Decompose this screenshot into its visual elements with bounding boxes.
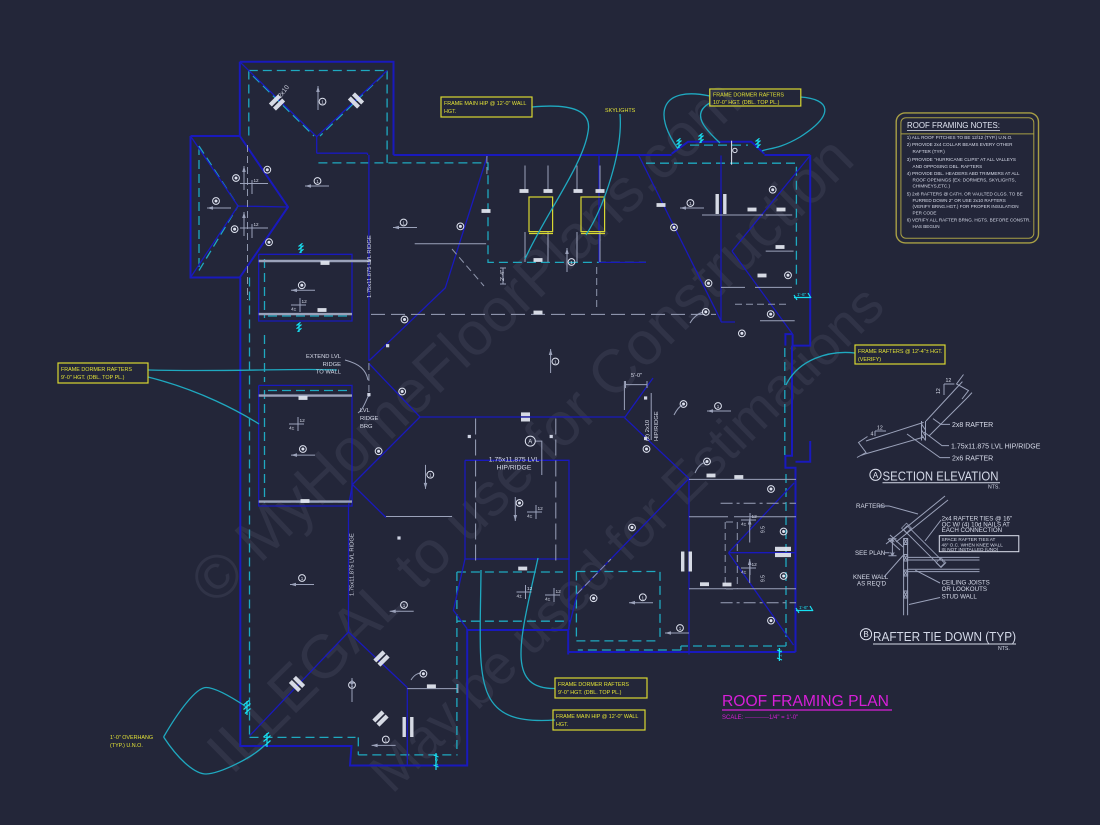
svg-text:STUD WALL: STUD WALL bbox=[942, 594, 978, 601]
svg-text:SKYLIGHTS: SKYLIGHTS bbox=[605, 108, 636, 114]
svg-text:SCALE: ------------1/4" = 1'-0: SCALE: ------------1/4" = 1'-0" bbox=[722, 715, 798, 721]
svg-text:HGT.: HGT. bbox=[444, 109, 456, 115]
svg-text:FURRED DOWN 2" OR USE 2x10 RAF: FURRED DOWN 2" OR USE 2x10 RAFTERS bbox=[913, 198, 1006, 203]
svg-text:HAS BEGUN: HAS BEGUN bbox=[913, 224, 940, 229]
svg-text:NTS.: NTS. bbox=[998, 646, 1010, 652]
svg-text:12: 12 bbox=[254, 178, 260, 183]
svg-text:RAFTER (TYP.): RAFTER (TYP.) bbox=[913, 149, 946, 154]
svg-text:(VERIFY): (VERIFY) bbox=[858, 357, 881, 363]
svg-text:1.75x11.875 LVL RIDGE: 1.75x11.875 LVL RIDGE bbox=[367, 235, 373, 298]
svg-text:SEE PLAN: SEE PLAN bbox=[855, 550, 885, 557]
svg-text:HIP/RIDGE: HIP/RIDGE bbox=[497, 465, 532, 472]
svg-text:1.75x11.875 LVL HIP/RIDGE: 1.75x11.875 LVL HIP/RIDGE bbox=[951, 444, 1041, 451]
svg-text:1'-0" OVERHANG: 1'-0" OVERHANG bbox=[110, 735, 153, 741]
svg-text:HGT.: HGT. bbox=[556, 722, 568, 728]
svg-text:9.5: 9.5 bbox=[761, 526, 767, 533]
svg-text:IS NOT INSTALLED (UNO): IS NOT INSTALLED (UNO) bbox=[942, 547, 999, 552]
svg-text:FRAME DORMER RAFTERS: FRAME DORMER RAFTERS bbox=[61, 367, 132, 373]
svg-text:1.75x11.875 LVL RIDGE: 1.75x11.875 LVL RIDGE bbox=[350, 533, 356, 596]
svg-text:2x4 RAFTER TIES @ 16": 2x4 RAFTER TIES @ 16" bbox=[942, 516, 1013, 523]
svg-text:2) PROVIDE 2x4 COLLAR BEAMS EV: 2) PROVIDE 2x4 COLLAR BEAMS EVERY OTHER bbox=[907, 142, 1013, 147]
svg-text:FRAME MAIN HIP @ 12'-0" WALL: FRAME MAIN HIP @ 12'-0" WALL bbox=[444, 101, 526, 107]
svg-text:LVL: LVL bbox=[360, 408, 371, 414]
svg-text:A: A bbox=[873, 471, 879, 480]
svg-text:CHIMNEYS,ETC.): CHIMNEYS,ETC.) bbox=[913, 183, 951, 188]
svg-text:OC W/ (4) 10d NAILS AT: OC W/ (4) 10d NAILS AT bbox=[942, 521, 1011, 528]
svg-text:3) PROVIDE "HURRICANE CLIPS" A: 3) PROVIDE "HURRICANE CLIPS" AT ALL VALL… bbox=[907, 157, 1016, 162]
svg-text:AS REQ'D: AS REQ'D bbox=[857, 581, 887, 588]
svg-text:FRAME DORMER RAFTERS: FRAME DORMER RAFTERS bbox=[558, 682, 629, 688]
svg-text:6) VERIFY ALL RAFTER BRNG. HGT: 6) VERIFY ALL RAFTER BRNG. HGTS. BEFORE … bbox=[907, 218, 1031, 223]
svg-text:ROOF FRAMING NOTES:: ROOF FRAMING NOTES: bbox=[907, 120, 1000, 130]
svg-text:10'-0" HGT. (DBL. TOP PL.): 10'-0" HGT. (DBL. TOP PL.) bbox=[713, 100, 780, 106]
svg-text:1) ALL ROOF PITCHES TO BE 12/: 1) ALL ROOF PITCHES TO BE 12/12 (TYP.) U… bbox=[907, 135, 1013, 140]
svg-text:EXTEND LVL: EXTEND LVL bbox=[306, 354, 342, 360]
svg-text:FRAME RAFTERS @ 12'-4"± HGT.: FRAME RAFTERS @ 12'-4"± HGT. bbox=[858, 349, 942, 355]
svg-text:AND OPPOSING DBL. RAFTERS: AND OPPOSING DBL. RAFTERS bbox=[913, 164, 983, 169]
svg-text:RAFTER TIE DOWN (TYP): RAFTER TIE DOWN (TYP) bbox=[873, 629, 1016, 644]
svg-text:12: 12 bbox=[946, 378, 952, 384]
svg-text:OR LOOKOUTS: OR LOOKOUTS bbox=[942, 586, 987, 593]
svg-text:2x6 RAFTER: 2x6 RAFTER bbox=[952, 456, 993, 463]
svg-text:ROOF OPENINGS (EX: DORMERS, SK: ROOF OPENINGS (EX: DORMERS, SKYLIGHTS, bbox=[913, 177, 1016, 182]
svg-text:5) 2x8 RAFTERS @ CATH. OR VAUL: 5) 2x8 RAFTERS @ CATH. OR VAULTED CLGS. … bbox=[907, 191, 1023, 196]
svg-text:EACH CONNECTION: EACH CONNECTION bbox=[942, 527, 1003, 534]
svg-text:1'-6": 1'-6" bbox=[799, 605, 809, 610]
svg-text:12: 12 bbox=[877, 426, 883, 432]
svg-text:PER CODE: PER CODE bbox=[913, 210, 937, 215]
svg-text:NTS.: NTS. bbox=[988, 485, 1000, 491]
svg-text:KNEE WALL: KNEE WALL bbox=[853, 574, 889, 581]
svg-text:CEILING JOISTS: CEILING JOISTS bbox=[942, 580, 990, 587]
svg-text:2x8 RAFTER: 2x8 RAFTER bbox=[952, 422, 993, 429]
svg-text:TO WALL: TO WALL bbox=[316, 370, 342, 376]
svg-text:9'-0" HGT. (DBL. TOP PL.): 9'-0" HGT. (DBL. TOP PL.) bbox=[558, 690, 622, 696]
svg-text:4: 4 bbox=[871, 432, 874, 438]
svg-text:1'-6": 1'-6" bbox=[797, 292, 807, 297]
svg-text:FRAME MAIN HIP @ 12'-0" WALL: FRAME MAIN HIP @ 12'-0" WALL bbox=[556, 714, 638, 720]
svg-text:FRAME DORMER RAFTERS: FRAME DORMER RAFTERS bbox=[713, 93, 784, 99]
svg-text:2'-4": 2'-4" bbox=[500, 270, 506, 281]
svg-text:RIDGE: RIDGE bbox=[323, 362, 341, 368]
svg-text:A: A bbox=[528, 439, 532, 445]
svg-text:48" O.C. WHEN KNEE WALL: 48" O.C. WHEN KNEE WALL bbox=[942, 542, 1004, 547]
svg-text:9.5: 9.5 bbox=[761, 575, 767, 582]
svg-text:5'-0": 5'-0" bbox=[631, 373, 642, 379]
svg-text:SPACE RAFTER TIES AT: SPACE RAFTER TIES AT bbox=[942, 537, 996, 542]
svg-text:SECTION ELEVATION: SECTION ELEVATION bbox=[883, 469, 999, 484]
svg-text:ROOF FRAMING PLAN: ROOF FRAMING PLAN bbox=[722, 693, 889, 710]
svg-text:BRG: BRG bbox=[360, 424, 373, 430]
svg-text:12: 12 bbox=[254, 222, 260, 227]
svg-text:(2) 2x10: (2) 2x10 bbox=[645, 420, 651, 441]
svg-text:(VERIFY BRNG.HGT.) FOR PROPER: (VERIFY BRNG.HGT.) FOR PROPER INSULATION bbox=[913, 204, 1019, 209]
svg-text:1.75x11.875 LVL: 1.75x11.875 LVL bbox=[489, 457, 540, 464]
svg-text:B: B bbox=[863, 630, 868, 639]
svg-text:RAFTERS: RAFTERS bbox=[856, 503, 885, 510]
svg-text:RIDGE: RIDGE bbox=[360, 416, 378, 422]
svg-text:(TYP.) U.N.O.: (TYP.) U.N.O. bbox=[110, 743, 143, 749]
svg-text:12: 12 bbox=[936, 388, 942, 394]
svg-text:HIP/RIDGE: HIP/RIDGE bbox=[654, 411, 660, 441]
svg-text:4) PROVIDE DBL. HEADERS ABD TR: 4) PROVIDE DBL. HEADERS ABD TRIMMERS AT … bbox=[907, 171, 1020, 176]
svg-text:9'-0" HGT. (DBL. TOP PL.): 9'-0" HGT. (DBL. TOP PL.) bbox=[61, 375, 125, 381]
